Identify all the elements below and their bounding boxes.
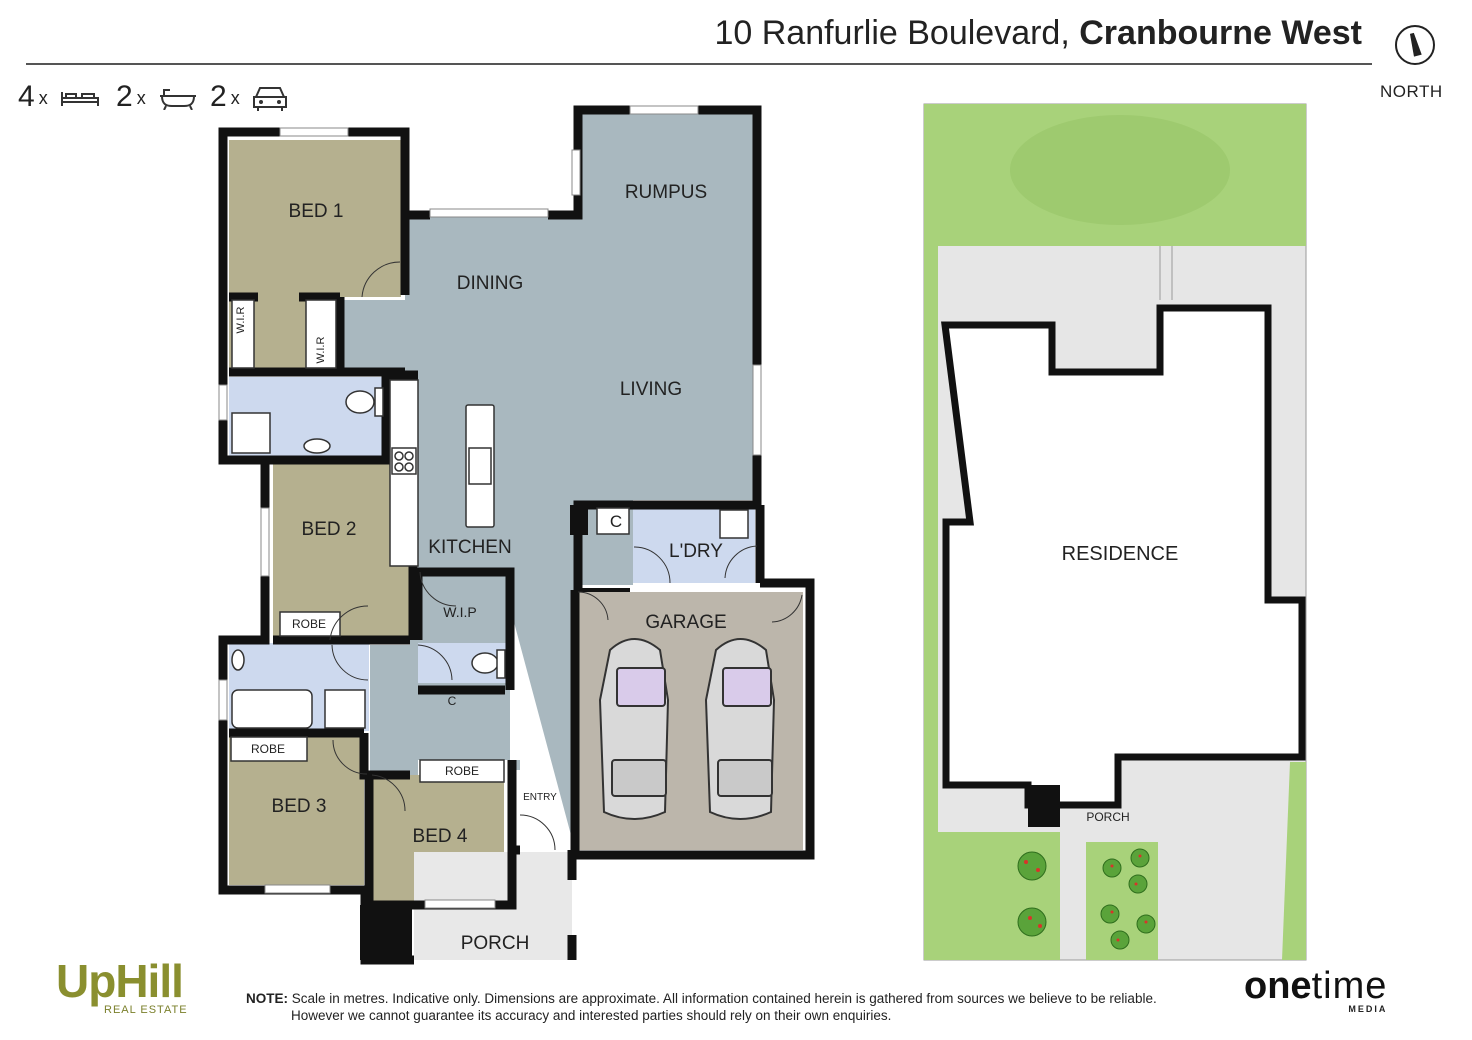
kitchen-sink	[468, 447, 492, 485]
ensuite-shower	[231, 412, 271, 454]
room-bed3-label: BED 3	[272, 796, 327, 817]
times-sign: x	[136, 87, 146, 108]
bathtub	[231, 689, 313, 729]
page-title: 10 Ranfurlie Boulevard, Cranbourne West	[714, 14, 1362, 53]
front-lawn-left	[924, 832, 1060, 960]
shrubs	[1017, 848, 1156, 950]
cupboard-c1-label: C	[610, 512, 622, 531]
robe-bed2-box	[279, 611, 341, 637]
bed1-floor	[229, 140, 401, 297]
north-label: NORTH	[1380, 82, 1443, 101]
room-garage-label: GARAGE	[645, 612, 726, 633]
site-residence-label: RESIDENCE	[1062, 543, 1179, 565]
room-robe-bed2-label: ROBE	[292, 617, 326, 631]
header-divider	[26, 63, 1372, 65]
onetime-media-logo: onetime MEDIA	[1244, 966, 1387, 1014]
car-icon	[253, 87, 288, 112]
room-robe-bed3-label: ROBE	[251, 742, 285, 756]
garage-cars	[598, 638, 776, 820]
room-robe-bed4-label: ROBE	[445, 764, 479, 778]
cupboard-c2-label: C	[448, 694, 457, 708]
car-count-value: 2	[210, 80, 227, 113]
wir1-box	[231, 299, 255, 369]
room-laundry-label: L'DRY	[669, 541, 723, 562]
laundry-tub	[719, 509, 749, 539]
note-line-1: Scale in metres. Indicative only. Dimens…	[291, 991, 1157, 1006]
room-living-label: LIVING	[620, 379, 682, 400]
bathroom-count-value: 2	[116, 80, 133, 113]
times-sign: x	[230, 87, 240, 108]
site-plan: RESIDENCE PORCH	[923, 103, 1307, 961]
room-bed4-label: BED 4	[413, 826, 468, 847]
cupboard-c1	[596, 507, 630, 535]
onetime-logo-part-b: time	[1311, 965, 1388, 1007]
door-swings	[329, 261, 803, 851]
bed-icon	[61, 92, 100, 107]
site-porch-label: PORCH	[1086, 810, 1129, 824]
room-kitchen-label: KITCHEN	[428, 537, 511, 558]
wc-toilet	[471, 652, 499, 674]
uphill-logo-text: UpHill	[56, 955, 184, 1007]
bathroom-shower	[324, 689, 366, 729]
address-suburb: Cranbourne West	[1079, 14, 1362, 52]
disclaimer-note: NOTE: Scale in metres. Indicative only. …	[246, 990, 1246, 1024]
times-sign: x	[38, 87, 48, 108]
room-dining-label: DINING	[457, 273, 524, 294]
compass	[1392, 22, 1438, 73]
onetime-logo-part-a: one	[1244, 965, 1312, 1007]
room-bed1-label: BED 1	[289, 201, 344, 222]
wir2-box	[305, 299, 337, 369]
bedroom-count-value: 4	[18, 80, 35, 113]
room-wir1-label: W.I.R	[235, 307, 247, 334]
compass-icon	[1395, 25, 1435, 65]
room-wir2-label: W.I.R	[315, 337, 327, 364]
residence-footprint	[941, 304, 1306, 809]
uphill-logo-sub: REAL ESTATE	[104, 1004, 188, 1016]
room-porch-label: PORCH	[461, 933, 530, 954]
ensuite-toilet	[345, 390, 375, 414]
onetime-logo-sub: MEDIA	[1348, 1004, 1388, 1014]
uphill-logo: UpHill REAL ESTATE	[56, 958, 188, 1016]
ensuite-basin	[303, 438, 331, 454]
robe-bed3-box	[230, 736, 308, 762]
note-line-2: However we cannot guarantee its accuracy…	[291, 1008, 892, 1023]
room-wip-label: W.I.P	[443, 604, 476, 620]
robe-bed4-box	[419, 759, 505, 783]
room-bed2-label: BED 2	[302, 519, 357, 540]
room-labels: BED 1 DINING RUMPUS LIVING W.I.R W.I.R B…	[235, 182, 727, 954]
pantry-floor	[418, 572, 510, 640]
walls	[218, 105, 815, 965]
fixtures	[230, 299, 749, 783]
windows	[218, 105, 762, 909]
room-rumpus-label: RUMPUS	[625, 182, 707, 203]
bath-icon	[160, 89, 197, 111]
room-entry-label: ENTRY	[523, 792, 557, 803]
note-label: NOTE:	[246, 991, 288, 1006]
address-street: 10 Ranfurlie Boulevard,	[714, 14, 1070, 52]
